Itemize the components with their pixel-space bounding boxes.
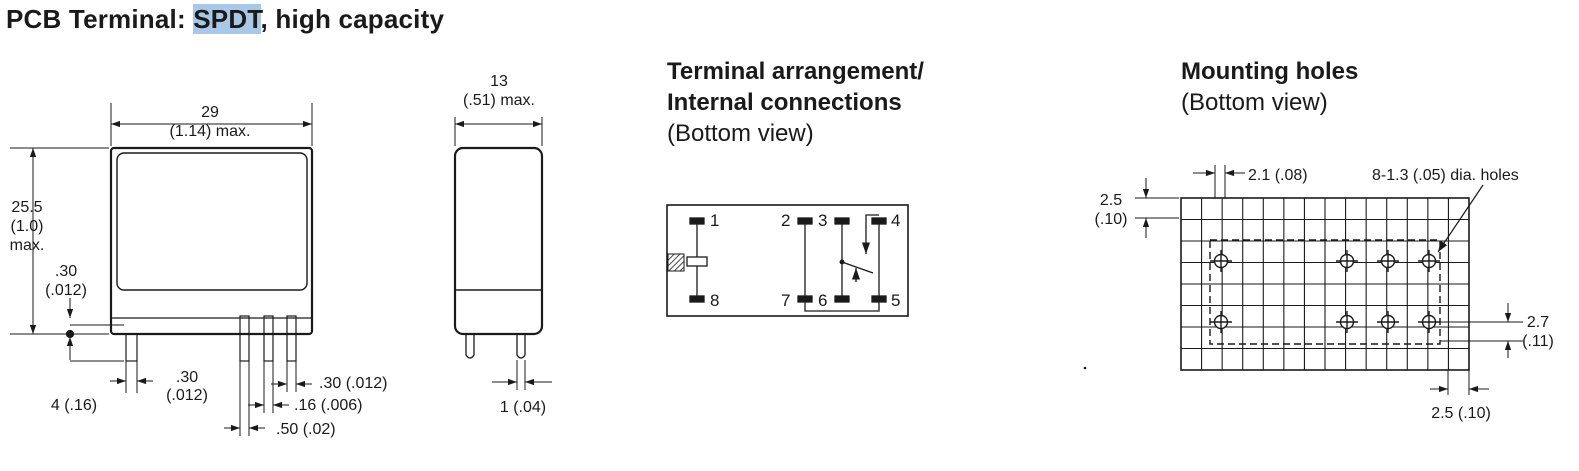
terminal-pad-3 xyxy=(834,217,850,225)
terminal-pad-8 xyxy=(689,295,705,303)
front-pin-thickness: .16 (.006) xyxy=(294,397,362,414)
front-width-value: 29 xyxy=(201,104,219,121)
terminal-pad-2 xyxy=(797,217,813,225)
front-height-max: max. xyxy=(10,237,45,254)
side-depth-value: 13 xyxy=(490,73,508,90)
mounting-heading: Mounting holes (Bottom view) xyxy=(1181,56,1358,118)
terminal-heading-line2: Internal connections xyxy=(667,89,902,116)
polarity-mark xyxy=(667,253,685,272)
mounting-heading-title: Mounting holes xyxy=(1181,58,1359,85)
terminal-label-7: 7 xyxy=(781,291,790,310)
terminal-pad-7 xyxy=(797,295,813,303)
terminal-diagram xyxy=(666,204,909,317)
terminal-pad-6 xyxy=(834,295,850,303)
front-height-inch: (1.0) xyxy=(11,218,44,235)
mounting-grid-y-value: 2.5 xyxy=(1100,192,1122,209)
front-width-max: (1.14) max. xyxy=(170,123,251,140)
pin-front-b xyxy=(263,315,274,362)
coil-icon xyxy=(686,256,708,267)
terminal-label-8: 8 xyxy=(710,291,719,310)
front-view-labels: 29 (1.14) max. 25.5 (1.0) max. .30 (.012… xyxy=(10,104,388,438)
relay-body-side xyxy=(453,146,544,336)
mounting-grid-outline xyxy=(1180,197,1470,371)
front-right-pin-width: .30 (.012) xyxy=(319,375,387,392)
front-height-value: 25.5 xyxy=(11,199,42,216)
terminal-label-5: 5 xyxy=(891,291,900,310)
terminal-label-6: 6 xyxy=(818,291,827,310)
relay-window-front xyxy=(116,152,308,291)
front-offset-inch: (.012) xyxy=(45,282,87,299)
terminal-pad-5 xyxy=(871,295,887,303)
relay-body-front xyxy=(109,146,314,336)
front-offset-value: .30 xyxy=(55,263,77,280)
relay-footprint xyxy=(1209,239,1441,345)
front-view xyxy=(10,103,314,436)
side-pin-width: 1 (.04) xyxy=(500,399,546,416)
mounting-grid-x: 2.5 (.10) xyxy=(1431,405,1491,422)
terminal-label-3: 3 xyxy=(818,211,827,230)
terminal-outline xyxy=(666,204,909,317)
mounting-row-spacing-value: 2.7 xyxy=(1527,314,1549,331)
front-pin-length: 4 (.16) xyxy=(51,397,97,414)
terminal-subheading: (Bottom view) xyxy=(667,120,814,147)
page-title: PCB Terminal: SPDT, high capacity xyxy=(6,4,444,35)
title-prefix: PCB Terminal: xyxy=(6,4,194,34)
mounting-holes-note: 8-1.3 (.05) dia. holes xyxy=(1372,167,1519,184)
front-pin-width-value: .30 xyxy=(176,369,198,386)
mounting-pitch-x: 2.1 (.08) xyxy=(1248,167,1308,184)
terminal-label-1: 1 xyxy=(710,211,719,230)
terminal-numbers: 1 8 2 3 4 7 6 5 xyxy=(710,211,900,310)
side-view xyxy=(453,117,552,390)
terminal-label-4: 4 xyxy=(891,211,900,230)
terminal-heading-line1: Terminal arrangement/ xyxy=(667,58,924,85)
terminal-heading: Terminal arrangement/ Internal connectio… xyxy=(667,56,924,149)
pin-front-a xyxy=(239,315,250,362)
terminal-pad-1 xyxy=(689,217,705,225)
pin-side-right xyxy=(516,334,526,359)
terminal-label-2: 2 xyxy=(781,211,790,230)
pin-front-left xyxy=(125,333,138,362)
mounting-labels: 2.1 (.08) 8-1.3 (.05) dia. holes 2.5 (.1… xyxy=(1095,167,1554,422)
title-highlight: SPDT xyxy=(193,4,261,34)
mounting-subheading: (Bottom view) xyxy=(1181,89,1328,116)
pin-side-left xyxy=(465,334,475,359)
mounting-grid-y-inch: (.10) xyxy=(1095,211,1128,228)
title-suffix: , high capacity xyxy=(260,4,445,34)
mounting-grid xyxy=(1083,165,1523,395)
side-view-labels: 13 (.51) max. 1 (.04) xyxy=(463,73,546,416)
pin-front-c xyxy=(286,315,297,362)
front-pin-pitch: .50 (.02) xyxy=(276,421,336,438)
mounting-row-spacing-inch: (.11) xyxy=(1522,333,1554,350)
terminal-pad-4 xyxy=(871,217,887,225)
front-pin-width-inch: (.012) xyxy=(166,387,208,404)
side-depth-max: (.51) max. xyxy=(463,92,535,109)
